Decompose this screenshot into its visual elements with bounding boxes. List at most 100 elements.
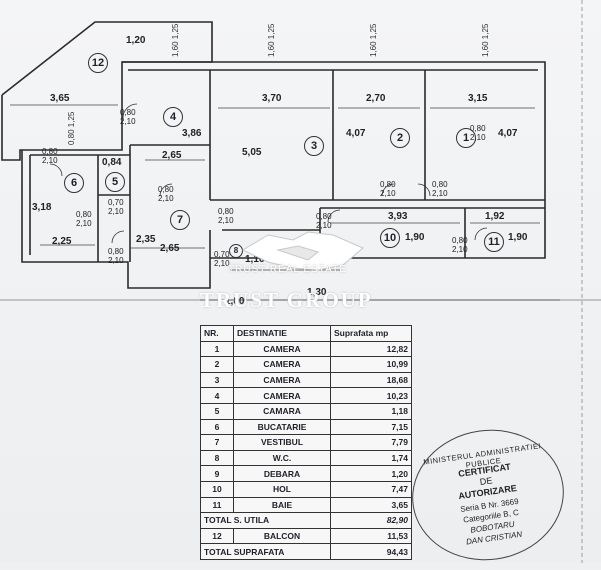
balcony-nr: 12	[200, 527, 234, 545]
room-number-6: 6	[64, 173, 84, 193]
row-nr: 5	[200, 402, 234, 420]
dim-407-a: 4,07	[346, 128, 366, 139]
window-label-3: 1,60 1,25	[369, 23, 378, 57]
door-label-7: 0,80 2,10	[316, 212, 332, 230]
balcony-row: 12 BALCON 11,53	[200, 527, 412, 545]
row-area: 1,18	[330, 402, 412, 420]
header-destination: DESTINATIE	[233, 325, 331, 342]
row-area: 1,74	[330, 449, 412, 467]
row-nr: 4	[200, 387, 234, 404]
row-destination: CAMERA	[233, 387, 331, 404]
row-area: 7,47	[330, 480, 412, 498]
door-label-5: 0,80 2,10	[432, 180, 448, 198]
door-label-1: 0,80 2,10	[120, 108, 136, 126]
dim-192: 1,92	[485, 211, 505, 222]
dim-084: 0,84	[102, 157, 122, 168]
row-nr: 8	[200, 449, 234, 467]
dim-315: 3,15	[468, 93, 488, 104]
row-destination: CAMERA	[233, 371, 331, 389]
dim-407-b: 4,07	[498, 128, 518, 139]
row-destination: BAIE	[233, 496, 331, 514]
total-value: 94,43	[330, 543, 412, 560]
total-label: TOTAL SUPRAFATA	[200, 543, 331, 560]
watermark-subtitle: TRUST REAL ESTATE	[228, 264, 347, 275]
door-label-4: 0,80 2,10	[380, 180, 396, 198]
dim-190-b: 1,90	[508, 232, 528, 243]
watermark-title: TRUST GROUP	[200, 288, 373, 312]
dim-505: 5,05	[242, 147, 262, 158]
row-area: 10,99	[330, 356, 412, 373]
total-row: TOTAL SUPRAFATA 94,43	[200, 543, 412, 560]
room-number-11: 11	[484, 232, 504, 252]
dim-265-a: 2,65	[162, 150, 182, 161]
row-area: 3,65	[330, 496, 412, 514]
door-label-12: 0,80 2,10	[108, 247, 124, 265]
row-area: 7,15	[330, 418, 412, 436]
row-destination: CAMERA	[233, 340, 331, 358]
total-util-value: 82,90	[330, 512, 412, 529]
row-area: 7,79	[330, 434, 412, 451]
balcony-destination: BALCON	[233, 527, 331, 545]
door-label-9: 0,80 2,10	[452, 236, 468, 254]
dim-386: 3,86	[182, 128, 202, 139]
dim-190-a: 1,90	[405, 232, 425, 243]
row-nr: 2	[200, 356, 234, 373]
row-nr: 10	[200, 480, 234, 498]
table-header-row: NR. DESTINATIE Suprafata mp	[200, 325, 412, 342]
room-number-3: 3	[304, 136, 324, 156]
row-area: 10,23	[330, 387, 412, 404]
row-destination: BUCATARIE	[233, 418, 331, 436]
window-label-5: 0,80 1,25	[67, 111, 76, 145]
row-area: 18,68	[330, 371, 412, 389]
dim-116: 1,16	[245, 254, 265, 265]
door-label-3: 0,80 2,10	[158, 185, 174, 203]
dim-120: 1,20	[126, 35, 146, 46]
door-label-11: 0,70 2,10	[214, 250, 230, 268]
row-area: 1,20	[330, 465, 412, 482]
row-nr: 7	[200, 434, 234, 451]
room-number-8: 8	[229, 244, 243, 258]
door-label-13: 0,80 2,10	[470, 124, 486, 142]
dim-225: 2,25	[52, 236, 72, 247]
row-nr: 9	[200, 465, 234, 482]
dim-130: 1,30	[307, 287, 327, 298]
window-label-1: 1,60 1,25	[171, 23, 180, 57]
room-number-2: 2	[390, 128, 410, 148]
dim-235: 2,35	[136, 234, 156, 245]
outer-wall	[21, 61, 546, 289]
handshake-logo-icon	[241, 231, 364, 271]
row-destination: W.C.	[233, 449, 331, 467]
dim-318: 3,18	[32, 202, 52, 213]
dim-270: 2,70	[366, 93, 386, 104]
dim-180: 1,80	[225, 296, 245, 307]
room-number-1: 1	[456, 128, 476, 148]
row-destination: DEBARA	[233, 465, 331, 482]
room-number-5: 5	[105, 172, 125, 192]
dim-365: 3,65	[50, 93, 70, 104]
row-destination: CAMERA	[233, 356, 331, 373]
room-number-12: 12	[88, 53, 108, 73]
row-nr: 6	[200, 418, 234, 436]
total-util-label: TOTAL S. UTILA	[200, 512, 331, 529]
balcony-area: 11,53	[330, 527, 412, 545]
door-label-8: 0,80 2,10	[76, 210, 92, 228]
dim-265-b: 2,65	[160, 243, 180, 254]
room-number-7: 7	[170, 210, 190, 230]
dim-370: 3,70	[262, 93, 282, 104]
door-label-2: 0,80 2,10	[42, 147, 58, 165]
row-nr: 1	[200, 340, 234, 358]
row-destination: VESTIBUL	[233, 434, 331, 451]
room-number-10: 10	[380, 228, 400, 248]
balcony-outline	[1, 21, 213, 161]
